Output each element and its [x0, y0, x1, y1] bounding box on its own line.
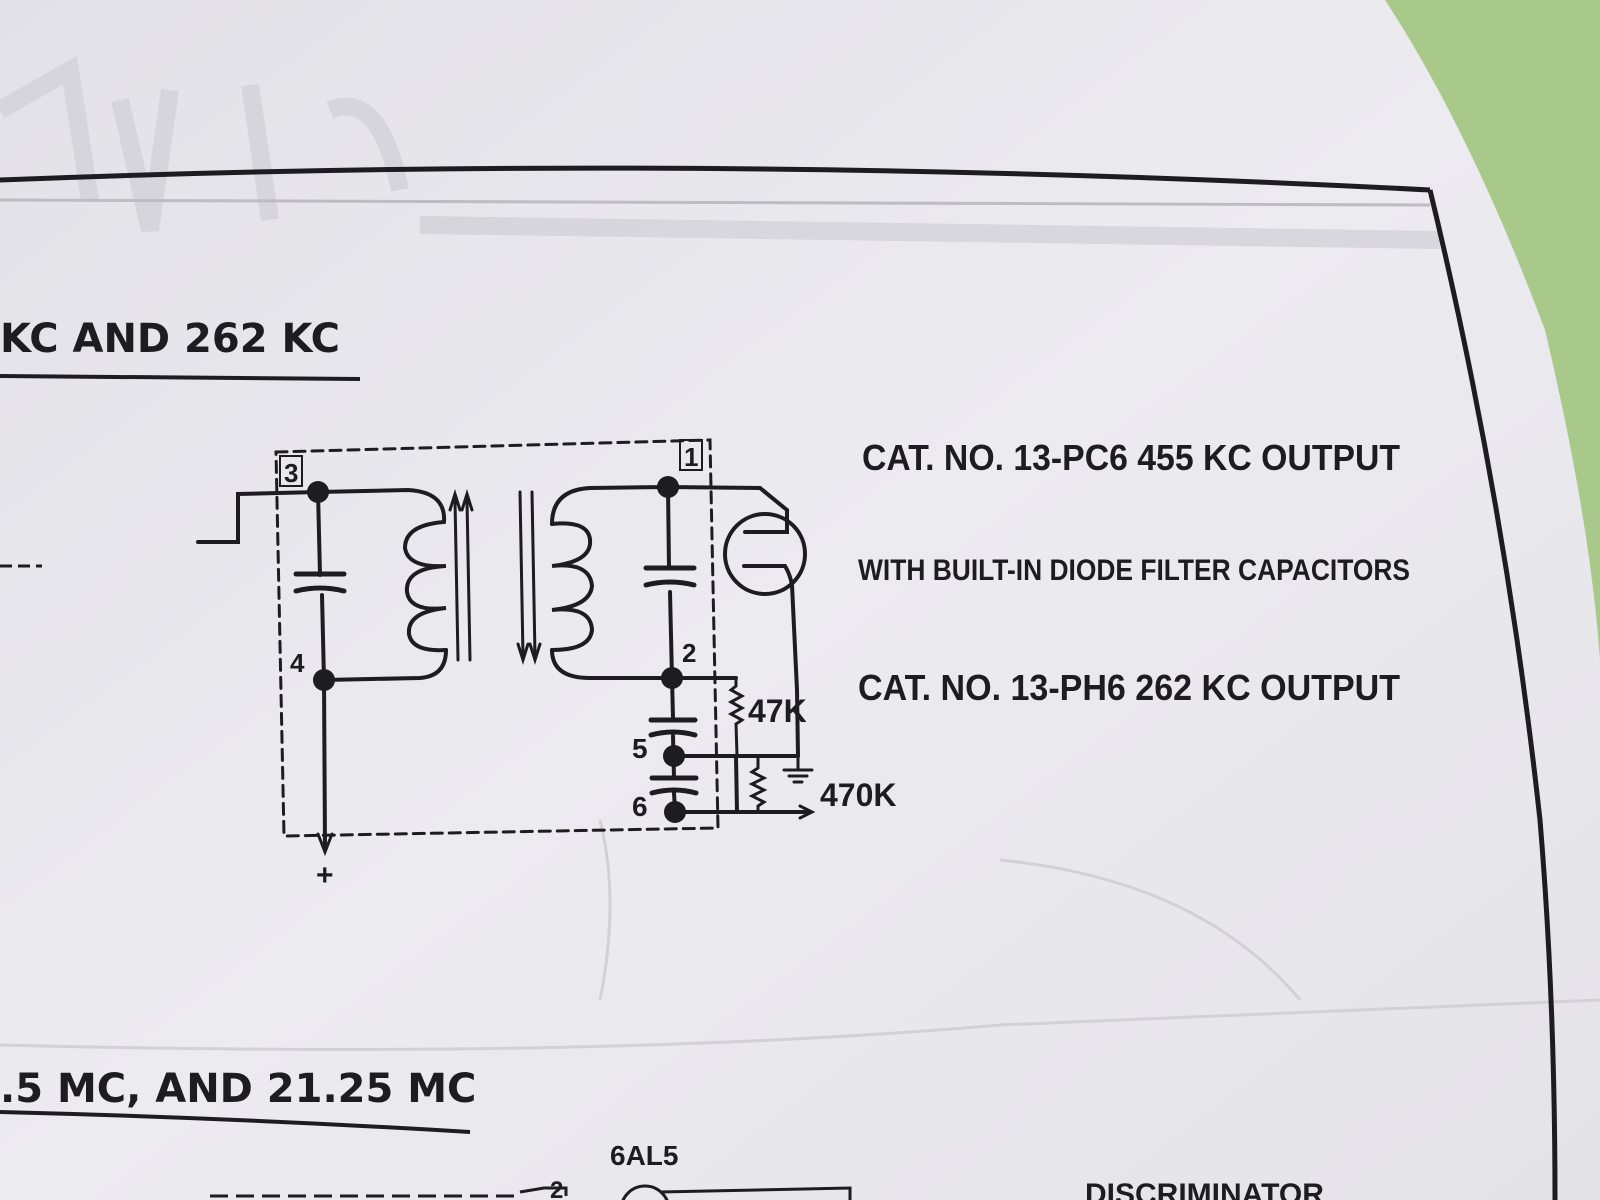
resistor-470k — [748, 754, 768, 814]
output-arrow — [798, 804, 816, 820]
discriminator-label: DISCRIMINATOR — [1085, 1178, 1324, 1200]
primary-top-wire — [316, 487, 447, 524]
section-heading-bottom-underline — [0, 1110, 471, 1134]
section-heading-top: KC AND 262 KC — [0, 316, 340, 362]
secondary-coil — [550, 521, 595, 652]
primary-cap-plate-b — [293, 585, 347, 594]
primary-bottom-wire — [322, 648, 448, 682]
secondary-tuning-slug — [516, 490, 542, 666]
supply-arrow — [316, 832, 334, 857]
if-transformer-schematic — [196, 438, 816, 857]
terminal-1-label: 1 — [684, 442, 698, 472]
diode-cathode — [742, 564, 794, 587]
terminal-6-label: 6 — [632, 791, 648, 822]
junction-1 — [657, 476, 679, 498]
resistor-470k-label: 470K — [820, 777, 897, 813]
secondary-rail-lower — [668, 590, 674, 680]
junction-2 — [661, 667, 683, 689]
filter-cap2-plate-b — [649, 787, 699, 796]
terminal-3-box — [279, 455, 303, 487]
junction-6 — [664, 801, 686, 823]
filter-cap1-plate-b — [648, 729, 698, 738]
secondary-bottom-wire — [550, 648, 738, 680]
junction-5 — [663, 745, 685, 767]
section-heading-top-underline — [0, 374, 361, 381]
section-heading-bottom: .5 MC, AND 21.25 MC — [0, 1066, 476, 1112]
diode-tube-envelope — [723, 512, 807, 596]
primary-tuning-slug — [448, 488, 474, 662]
catalog-line-455kc: CAT. NO. 13-PC6 455 KC OUTPUT — [862, 437, 1400, 478]
primary-coil — [402, 520, 448, 653]
supply-plus-label: + — [316, 859, 334, 892]
primary-rail — [316, 490, 322, 577]
catalog-line-262kc: CAT. NO. 13-PH6 262 KC OUTPUT — [858, 667, 1400, 708]
terminal-2-label: 2 — [682, 638, 696, 668]
paper-creases — [0, 819, 1600, 1051]
secondary-top-wire — [550, 484, 762, 526]
cathode-lead — [790, 583, 800, 758]
catalog-line-filter-caps: WITH BUILT-IN DIODE FILTER CAPACITORS — [858, 554, 1410, 587]
link-wire — [734, 754, 739, 814]
ground-icon — [782, 754, 814, 784]
resistor-47k-label: 47K — [748, 693, 807, 729]
junction-dots — [307, 476, 686, 823]
terminal-3-label: 3 — [284, 458, 298, 488]
junction-3 — [307, 481, 329, 503]
input-lead — [196, 490, 320, 544]
primary-rail-lower — [320, 593, 326, 682]
resistor-47k — [727, 676, 746, 757]
tube-label-6al5: 6AL5 — [610, 1140, 678, 1171]
secondary-cap-plate-b — [643, 579, 697, 588]
terminal-5-label: 5 — [632, 733, 648, 764]
frame-top — [0, 165, 1431, 193]
frame-right — [1427, 189, 1558, 1200]
junction-4 — [313, 669, 335, 691]
frame-inner-line — [0, 198, 1431, 207]
terminal-4-label: 4 — [290, 648, 305, 678]
diode-plate — [743, 508, 789, 534]
secondary-rail-upper — [666, 485, 671, 570]
supply-lead — [322, 678, 327, 850]
tube-top-lead — [758, 486, 789, 512]
lower-schematic-fragment — [210, 1184, 852, 1200]
shield-can-outline — [274, 438, 720, 838]
terminal-1-box — [679, 439, 703, 471]
watermark-shadow — [0, 55, 1441, 249]
